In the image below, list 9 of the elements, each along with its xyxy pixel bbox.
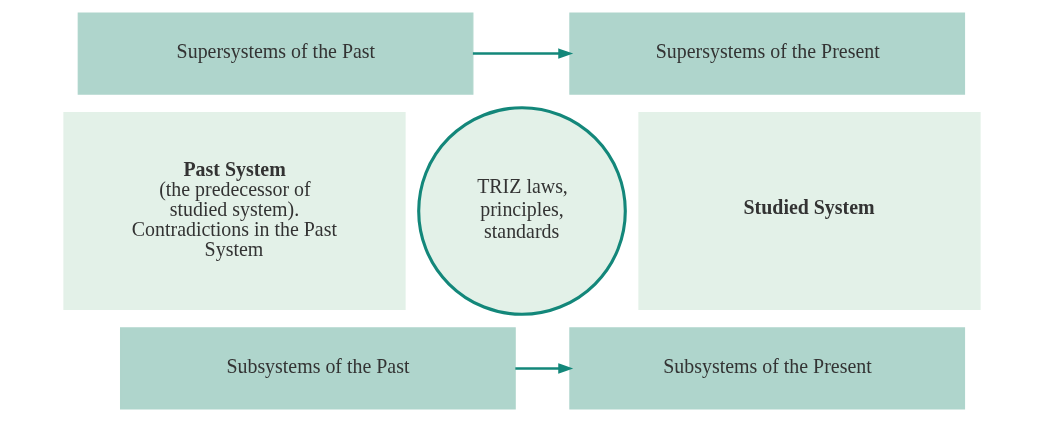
arrow (514, 363, 573, 374)
node-box: Past System (the predecessor of studied system). Contradictions in the Past System (62, 112, 406, 310)
node-box: Supersystems of the Present (568, 12, 965, 95)
node-box: Subsystems of the Past (119, 327, 516, 410)
node-box: Studied System (637, 112, 981, 310)
node-circle: TRIZ laws, principles, standards (416, 106, 627, 316)
arrow (472, 48, 573, 59)
node-box: Subsystems of the Present (568, 327, 965, 410)
node-box: Supersystems of the Past (77, 12, 473, 95)
